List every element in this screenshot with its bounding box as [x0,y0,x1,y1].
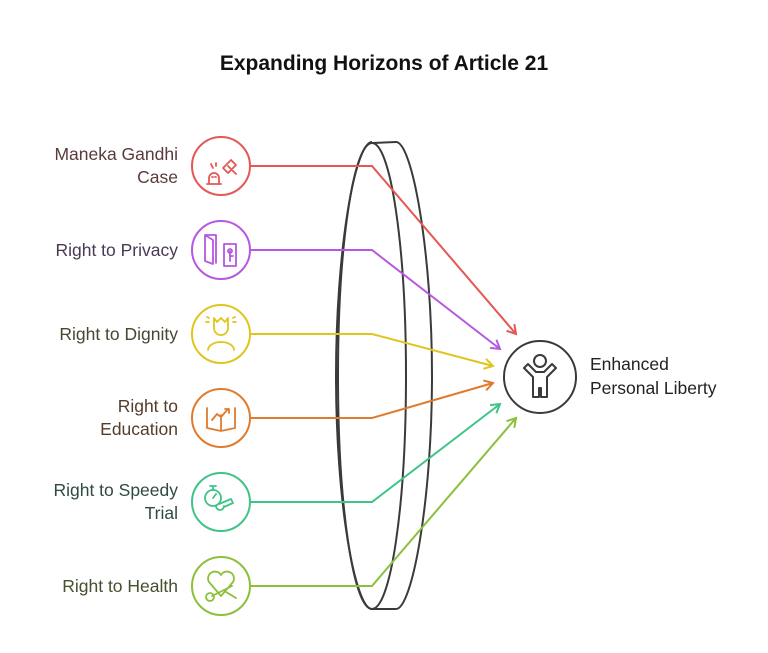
item-circle [191,472,251,532]
item-node [191,304,495,370]
connector-arrow [251,382,494,419]
lens [334,141,434,610]
item-label: Right to Education [100,395,178,441]
item-label-line: Right to Dignity [59,323,178,344]
arrow-head [506,323,518,336]
target-label: Enhanced Personal Liberty [590,352,716,400]
target-node [503,340,577,414]
connector-arrow [251,417,517,587]
target-label-line: Personal Liberty [590,378,717,398]
person-arms-up-icon [523,354,557,398]
door-lock-icon [204,234,237,267]
arrow-head [489,339,502,351]
item-label-line: Trial [144,503,178,523]
item-node [191,136,518,336]
item-label: Right to Privacy [55,239,178,262]
item-label-line: Right to Speedy [53,480,178,500]
item-circle [191,304,251,364]
arrow-head [506,416,518,429]
heart-stethoscope-icon [205,570,237,602]
arrow-head [483,358,495,370]
item-node [191,379,495,448]
gavel-alarm-icon [206,159,237,185]
arrow-head [483,379,495,392]
stopwatch-whistle-icon [204,485,234,511]
item-node [191,402,502,532]
connector-arrow [251,249,501,350]
arrow-head [489,402,502,414]
connector-arrow [251,165,517,335]
item-label-line: Education [100,419,178,439]
item-label-line: Right to Health [62,575,178,596]
connector-arrow [251,333,494,367]
item-label-line: Right to Privacy [55,239,178,260]
crowned-person-icon [205,316,237,351]
item-circle [191,220,251,280]
target-label-line: Enhanced [590,354,669,374]
item-node [191,416,518,616]
connector-arrow [251,403,501,503]
item-circle [191,556,251,616]
item-label-line: Case [137,167,178,187]
item-circle [191,136,251,196]
book-growth-icon [206,407,236,432]
item-node [191,220,502,351]
item-label: Right to Dignity [59,323,178,346]
diagram-title: Expanding Horizons of Article 21 [219,52,549,75]
item-label: Right to Health [62,575,178,598]
item-label-line: Maneka Gandhi [54,144,178,164]
item-label-line: Right to [117,396,178,416]
